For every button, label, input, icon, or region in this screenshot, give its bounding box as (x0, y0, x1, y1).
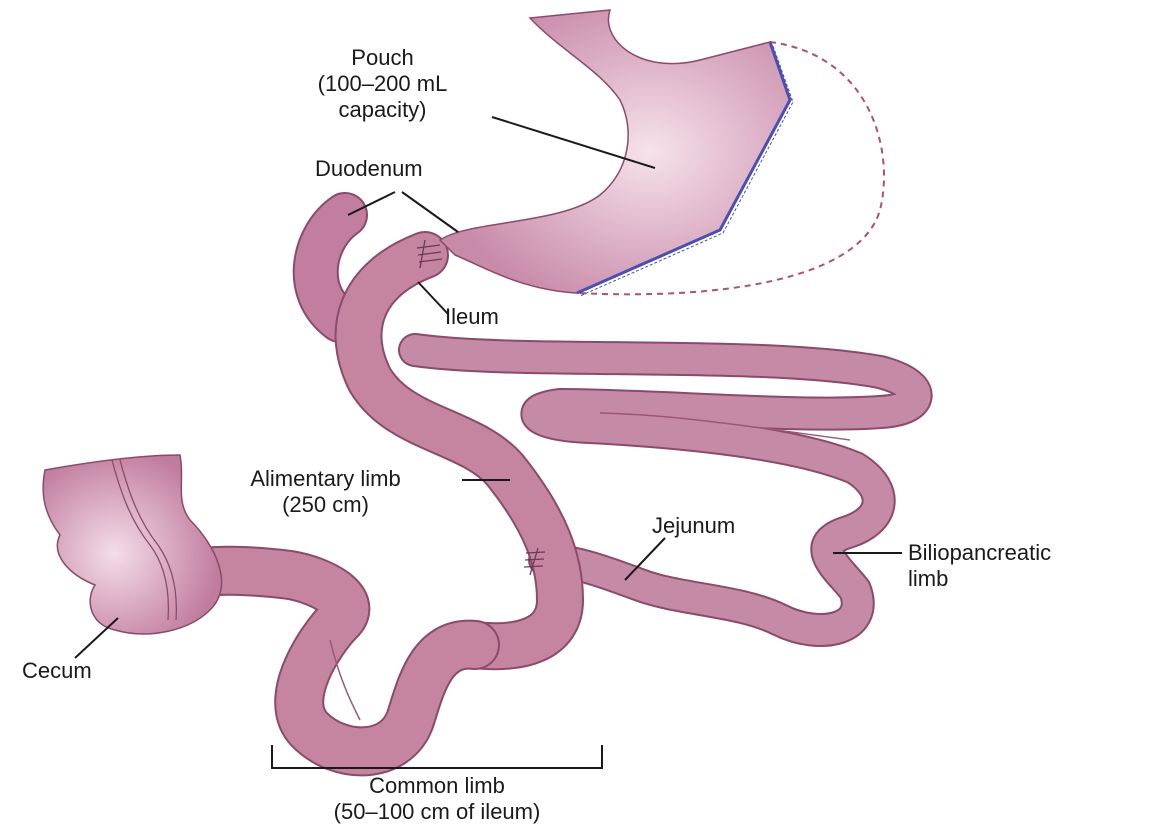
label-common-limb: Common limb (50–100 cm of ileum) (262, 773, 612, 825)
label-alimentary-line1: Alimentary limb (193, 466, 458, 492)
label-pouch-line2: (100–200 mL (275, 71, 490, 97)
label-alimentary-limb: Alimentary limb (250 cm) (193, 466, 458, 518)
leader-ileum (418, 282, 448, 314)
label-jejunum: Jejunum (652, 513, 735, 539)
label-biliopancreatic-limb: Biliopancreatic limb (908, 540, 1051, 592)
label-cecum: Cecum (22, 658, 92, 684)
label-pouch-line3: capacity) (275, 97, 490, 123)
gastric-pouch (440, 10, 790, 293)
label-common-line2: (50–100 cm of ileum) (262, 799, 612, 825)
label-pouch: Pouch (100–200 mL capacity) (275, 45, 490, 123)
label-biliopancreatic-line1: Biliopancreatic (908, 540, 1051, 566)
leader-duodenum-right (402, 192, 458, 232)
label-alimentary-line2: (250 cm) (193, 492, 458, 518)
leader-cecum (75, 618, 118, 658)
label-pouch-line1: Pouch (275, 45, 490, 71)
label-common-line1: Common limb (262, 773, 612, 799)
label-ileum: Ileum (445, 304, 499, 330)
label-duodenum: Duodenum (315, 156, 423, 182)
label-biliopancreatic-line2: limb (908, 566, 1051, 592)
